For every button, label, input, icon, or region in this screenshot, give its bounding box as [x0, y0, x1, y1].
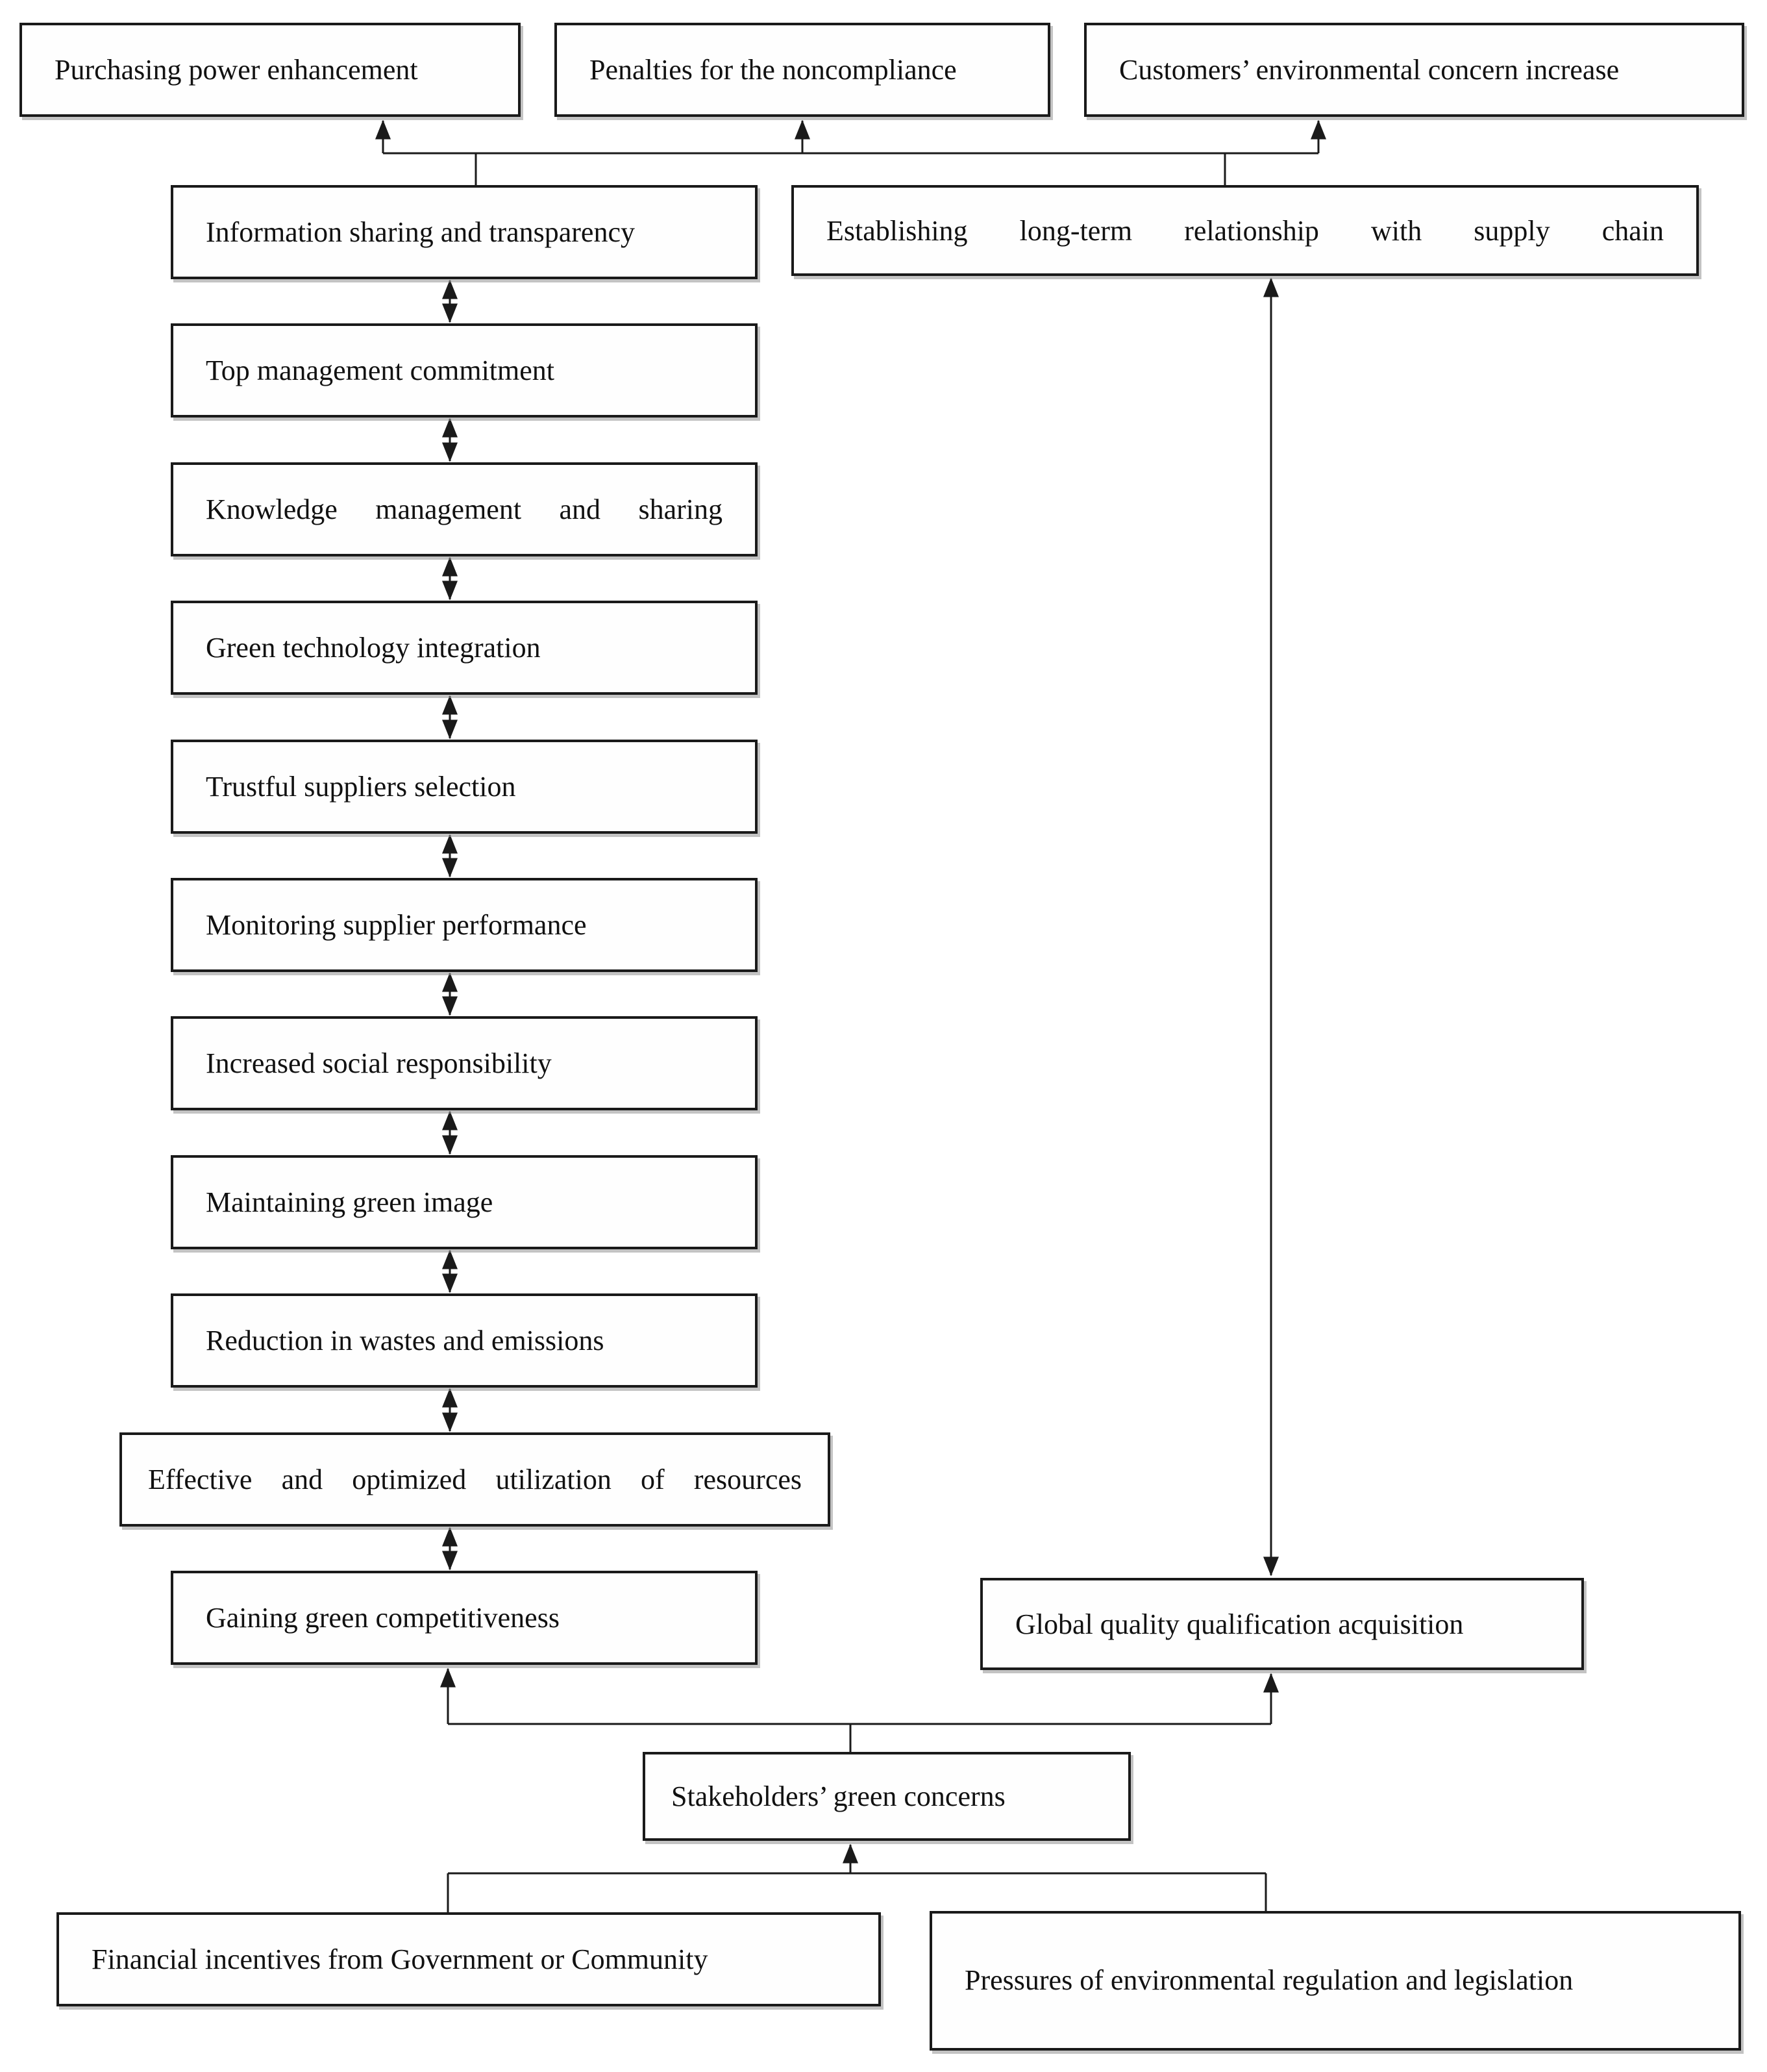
node-label: Information sharing and transparency	[206, 216, 635, 248]
node-penalties-noncompliance: Penalties for the noncompliance	[554, 23, 1050, 117]
node-label: Top management commitment	[206, 355, 555, 386]
node-label: Financial incentives from Government or …	[92, 1943, 708, 1975]
node-label: Maintaining green image	[206, 1186, 493, 1218]
node-label: Global quality qualification acquisition	[1015, 1608, 1464, 1640]
node-purchasing-power-enhancement: Purchasing power enhancement	[19, 23, 521, 117]
node-top-management-commitment: Top management commitment	[171, 323, 758, 418]
node-knowledge-management: Knowledge management and sharing	[171, 462, 758, 556]
node-customers-environmental-concern: Customers’ environmental concern increas…	[1084, 23, 1744, 117]
node-establishing-long-term-relationship: Establishing long-term relationship with…	[791, 185, 1699, 276]
node-label: Penalties for the noncompliance	[589, 54, 957, 86]
node-information-sharing: Information sharing and transparency	[171, 185, 758, 279]
node-label: Gaining green competitiveness	[206, 1602, 560, 1634]
node-label: Green technology integration	[206, 632, 541, 664]
node-label: Purchasing power enhancement	[55, 54, 418, 86]
node-label: Pressures of environmental regulation an…	[965, 1964, 1574, 1997]
node-label: Increased social responsibility	[206, 1047, 552, 1079]
node-label: Establishing long-term relationship with…	[826, 214, 1664, 247]
node-global-quality-qualification: Global quality qualification acquisition	[980, 1578, 1584, 1670]
node-gaining-green-competitiveness: Gaining green competitiveness	[171, 1571, 758, 1665]
top-connector	[375, 119, 1326, 188]
bottom-connector	[447, 1843, 1267, 1912]
node-pressures-regulation-legislation: Pressures of environmental regulation an…	[930, 1911, 1741, 2051]
node-label: Customers’ environmental concern increas…	[1119, 54, 1620, 86]
node-label: Monitoring supplier performance	[206, 909, 587, 941]
node-label: Knowledge management and sharing	[206, 493, 723, 525]
node-label: Trustful suppliers selection	[206, 771, 516, 803]
node-label: Stakeholders’ green concerns	[671, 1780, 1006, 1812]
node-label: Effective and optimized utilization of r…	[148, 1464, 802, 1495]
node-reduction-wastes-emissions: Reduction in wastes and emissions	[171, 1293, 758, 1388]
node-monitoring-supplier-performance: Monitoring supplier performance	[171, 878, 758, 972]
node-label: Reduction in wastes and emissions	[206, 1325, 604, 1356]
node-effective-utilization-resources: Effective and optimized utilization of r…	[119, 1432, 830, 1527]
node-increased-social-responsibility: Increased social responsibility	[171, 1016, 758, 1110]
node-financial-incentives: Financial incentives from Government or …	[56, 1912, 881, 2006]
node-maintaining-green-image: Maintaining green image	[171, 1155, 758, 1249]
node-trustful-suppliers-selection: Trustful suppliers selection	[171, 740, 758, 834]
stakeholders-up-connector	[440, 1667, 1279, 1752]
node-green-technology-integration: Green technology integration	[171, 601, 758, 695]
node-stakeholders-green-concerns: Stakeholders’ green concerns	[643, 1752, 1131, 1841]
